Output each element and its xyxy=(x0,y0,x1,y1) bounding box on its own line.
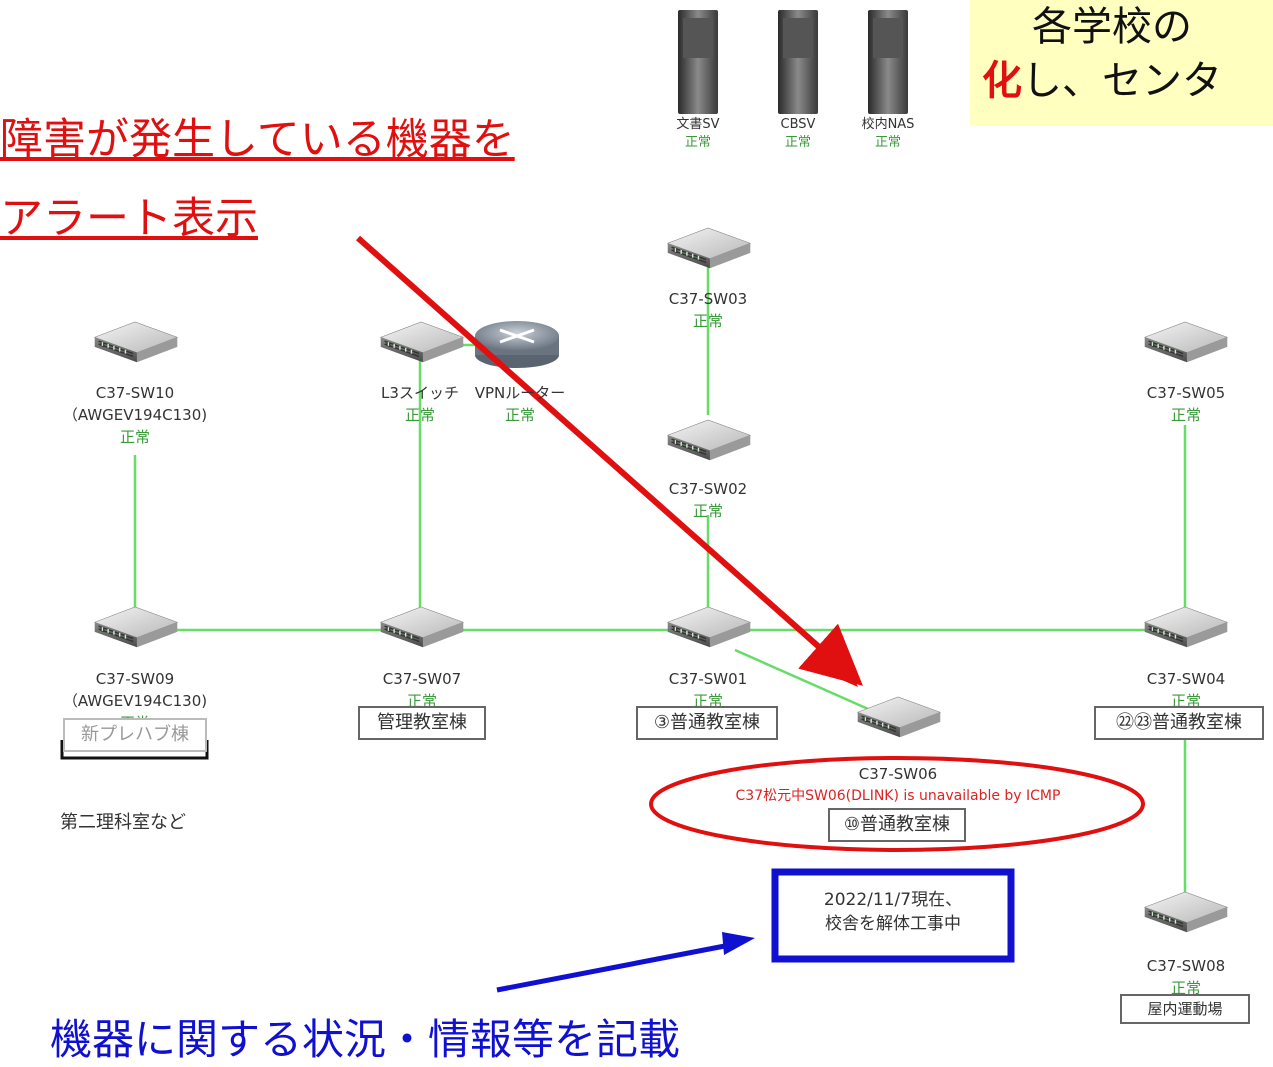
server-icon xyxy=(868,10,908,114)
switch-icon-sw09[interactable] xyxy=(93,606,179,648)
top-note-line2: し、センタ xyxy=(1022,58,1222,104)
building-box-sw09: 新プレハブ棟 xyxy=(63,718,207,752)
building-box-sw06: ⑩普通教室棟 xyxy=(828,808,966,842)
info-arrow xyxy=(496,942,731,993)
server-icon xyxy=(778,10,818,114)
device-label-vpn: VPNルーター正常 xyxy=(474,384,566,424)
building-box-sw07: 管理教室棟 xyxy=(358,706,486,740)
info-box-frame xyxy=(771,868,1015,963)
info-annotation: 機器に関する状況・情報等を記載 xyxy=(50,1015,681,1064)
alert-arrow xyxy=(356,235,863,686)
extra-label: 第二理科室など xyxy=(60,812,186,833)
building-box-sw08: 屋内運動場 xyxy=(1120,994,1250,1024)
top-note-accent: 化 xyxy=(982,58,1022,104)
server-icon xyxy=(678,10,718,114)
switch-icon-sw07[interactable] xyxy=(379,606,465,648)
alert-highlight-ellipse xyxy=(649,756,1145,852)
alert-annotation-line1: 障害が発生している機器を xyxy=(0,115,515,165)
device-label-sw06: C37-SW06 xyxy=(858,765,938,783)
switch-icon-sw05[interactable] xyxy=(1143,321,1229,363)
top-note-line1: 各学校の xyxy=(1032,4,1192,50)
device-label-sw10: C37-SW10（AWGEV194C130)正常 xyxy=(62,384,208,446)
switch-icon-sw06[interactable] xyxy=(856,696,942,738)
switch-icon-sw04[interactable] xyxy=(1143,606,1229,648)
info-box-text: 2022/11/7現在、校舎を解体工事中 xyxy=(823,890,963,934)
router-icon[interactable] xyxy=(475,321,559,368)
switch-icon-sw03[interactable] xyxy=(666,227,752,269)
building-box-sw04: ㉒㉓普通教室棟 xyxy=(1094,706,1264,740)
alert-message-sw06: C37松元中SW06(DLINK) is unavailable by ICMP xyxy=(735,788,1061,804)
building-box-sw01: ③普通教室棟 xyxy=(636,706,778,740)
device-label-l3: L3スイッチ正常 xyxy=(381,384,459,424)
switch-icon-sw01[interactable] xyxy=(666,606,752,648)
top-note: 各学校の 化し、センタ xyxy=(970,0,1273,126)
network-diagram-canvas xyxy=(60,10,1229,993)
switch-icon-sw08[interactable] xyxy=(1143,891,1229,933)
network-links xyxy=(133,265,1187,905)
switch-icon-sw02[interactable] xyxy=(666,419,752,461)
alert-annotation-line2: アラート表示 xyxy=(0,194,258,244)
switch-icon-l3[interactable] xyxy=(379,321,465,363)
switch-icon-sw10[interactable] xyxy=(93,321,179,363)
